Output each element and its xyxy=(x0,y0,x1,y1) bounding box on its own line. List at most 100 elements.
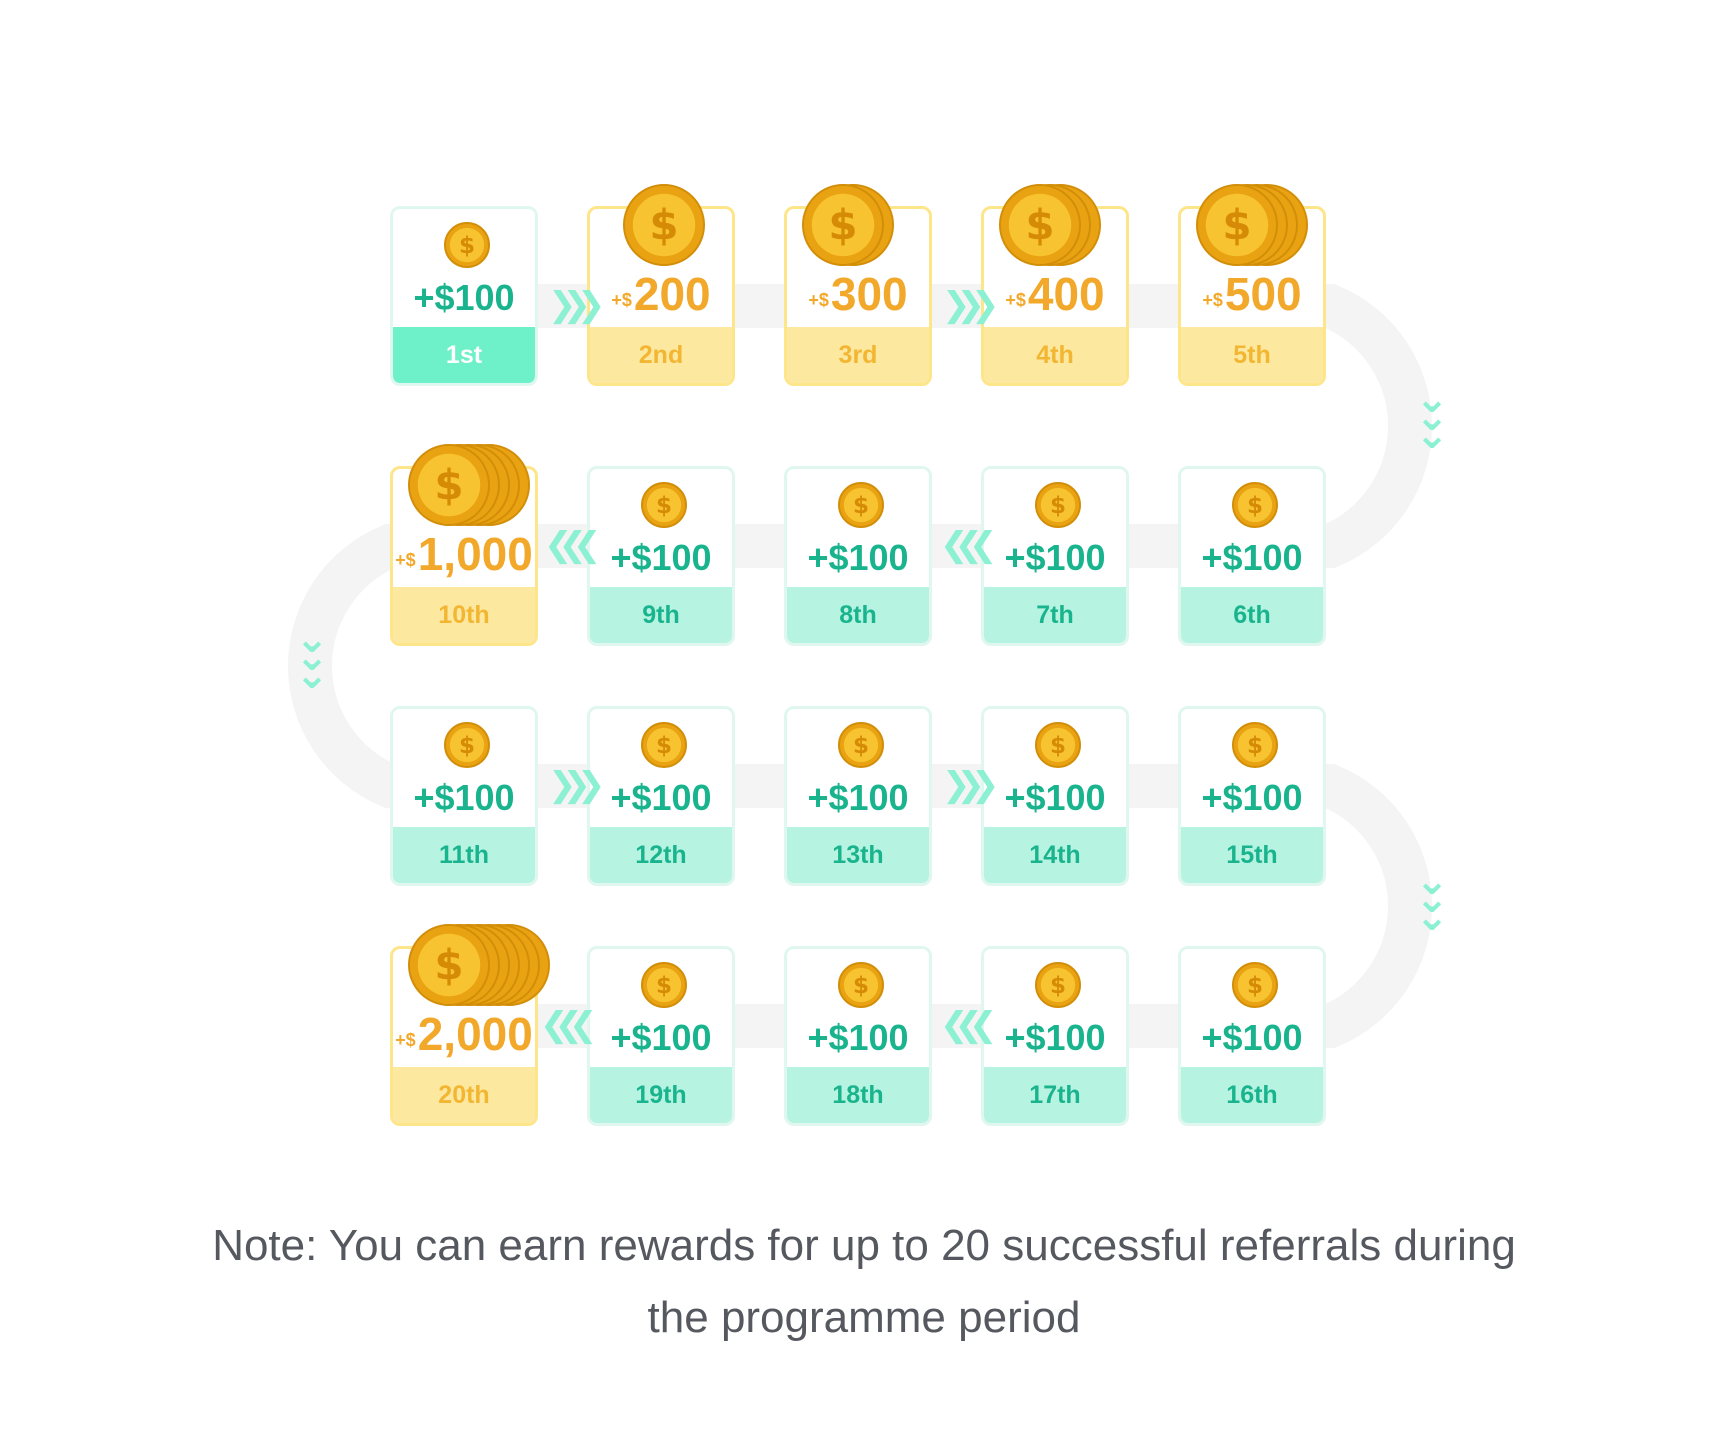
reward-amount: +$100 xyxy=(1181,1017,1323,1059)
currency-prefix: +$ xyxy=(1202,290,1223,310)
reward-step-card: $ +$100 8th xyxy=(784,466,932,646)
dollar-coin-icon: $ xyxy=(999,184,1101,266)
dollar-coin-icon: $ xyxy=(1232,962,1278,1008)
dollar-coin-icon: $ xyxy=(838,482,884,528)
step-label: 5th xyxy=(1181,327,1323,383)
svg-text:$: $ xyxy=(649,200,678,249)
currency-prefix: +$ xyxy=(1005,290,1026,310)
reward-value: +$100 xyxy=(1004,1017,1106,1058)
dollar-coin-icon: $ xyxy=(444,222,490,268)
reward-value: +$100 xyxy=(1201,537,1303,578)
step-label: 3rd xyxy=(787,327,929,383)
step-label: 20th xyxy=(393,1067,535,1123)
svg-text:$: $ xyxy=(853,493,869,519)
reward-value: +$100 xyxy=(1004,537,1106,578)
dollar-coin-icon: $ xyxy=(1035,482,1081,528)
reward-value: +$100 xyxy=(807,777,909,818)
dollar-coin-icon: $ xyxy=(623,184,705,266)
reward-value: +$100 xyxy=(413,277,515,318)
chevron-arrow-icon: ❯❯❯ xyxy=(548,286,606,324)
reward-value: +$100 xyxy=(1201,1017,1303,1058)
reward-amount: +$2,000 xyxy=(393,1007,535,1061)
reward-value: +$100 xyxy=(610,777,712,818)
dollar-coin-icon: $ xyxy=(1035,722,1081,768)
reward-value: 1,000 xyxy=(417,528,533,580)
reward-amount: +$300 xyxy=(787,267,929,321)
reward-value: +$100 xyxy=(1004,777,1106,818)
reward-amount: +$100 xyxy=(590,1017,732,1059)
dollar-coin-icon: $ xyxy=(1196,184,1308,266)
reward-amount: +$200 xyxy=(590,267,732,321)
step-label: 8th xyxy=(787,587,929,643)
chevron-arrow-icon: ❯❯❯ xyxy=(548,766,606,804)
step-label: 2nd xyxy=(590,327,732,383)
reward-amount: +$100 xyxy=(787,1017,929,1059)
reward-amount: +$100 xyxy=(984,777,1126,819)
reward-value: +$100 xyxy=(610,1017,712,1058)
chevron-arrow-icon: ❮❮❮ xyxy=(540,1006,598,1044)
chevron-arrow-icon: ⌄⌄⌄ xyxy=(295,617,329,697)
step-label: 7th xyxy=(984,587,1126,643)
reward-value: 200 xyxy=(633,268,711,320)
reward-step-card: $ +$100 16th xyxy=(1178,946,1326,1126)
dollar-coin-icon: $ xyxy=(641,962,687,1008)
reward-step-card: $ +$300 3rd xyxy=(784,184,932,386)
reward-amount: +$400 xyxy=(984,267,1126,321)
dollar-coin-icon: $ xyxy=(1232,482,1278,528)
step-label: 19th xyxy=(590,1067,732,1123)
reward-step-card: $ +$200 2nd xyxy=(587,184,735,386)
svg-text:$: $ xyxy=(1050,733,1066,759)
svg-text:$: $ xyxy=(459,233,475,259)
step-label: 16th xyxy=(1181,1067,1323,1123)
chevron-arrow-icon: ⌄⌄⌄ xyxy=(1415,859,1449,939)
svg-text:$: $ xyxy=(1247,733,1263,759)
reward-amount: +$100 xyxy=(393,277,535,319)
currency-prefix: +$ xyxy=(611,290,632,310)
reward-amount: +$100 xyxy=(1181,537,1323,579)
step-label: 10th xyxy=(393,587,535,643)
svg-text:$: $ xyxy=(1025,200,1054,249)
step-label: 15th xyxy=(1181,827,1323,883)
currency-prefix: +$ xyxy=(395,550,416,570)
reward-amount: +$100 xyxy=(787,537,929,579)
reward-step-card: $ +$2,000 20th xyxy=(390,924,550,1126)
dollar-coin-icon: $ xyxy=(641,722,687,768)
svg-text:$: $ xyxy=(656,973,672,999)
svg-text:$: $ xyxy=(459,733,475,759)
svg-text:$: $ xyxy=(1050,493,1066,519)
reward-value: +$100 xyxy=(413,777,515,818)
dollar-coin-icon: $ xyxy=(838,722,884,768)
note-text: Note: You can earn rewards for up to 20 … xyxy=(212,1221,1516,1342)
chevron-arrow-icon: ❮❮❮ xyxy=(544,526,602,564)
step-label: 14th xyxy=(984,827,1126,883)
svg-text:$: $ xyxy=(1222,200,1251,249)
chevron-arrow-icon: ❯❯❯ xyxy=(942,286,1000,324)
dollar-coin-icon: $ xyxy=(444,722,490,768)
reward-step-card: $ +$100 19th xyxy=(587,946,735,1126)
svg-text:$: $ xyxy=(1247,973,1263,999)
reward-value: +$100 xyxy=(807,537,909,578)
svg-text:$: $ xyxy=(853,733,869,759)
chevron-arrow-icon: ⌄⌄⌄ xyxy=(1415,377,1449,457)
reward-amount: +$100 xyxy=(590,537,732,579)
step-label: 11th xyxy=(393,827,535,883)
svg-text:$: $ xyxy=(828,200,857,249)
svg-text:$: $ xyxy=(434,940,463,989)
reward-amount: +$100 xyxy=(787,777,929,819)
reward-step-card: $ +$100 14th xyxy=(981,706,1129,886)
dollar-coin-icon: $ xyxy=(1035,962,1081,1008)
chevron-arrow-icon: ❯❯❯ xyxy=(942,766,1000,804)
reward-value: 400 xyxy=(1027,268,1105,320)
reward-step-card: $ +$100 11th xyxy=(390,706,538,886)
reward-value: 300 xyxy=(830,268,908,320)
